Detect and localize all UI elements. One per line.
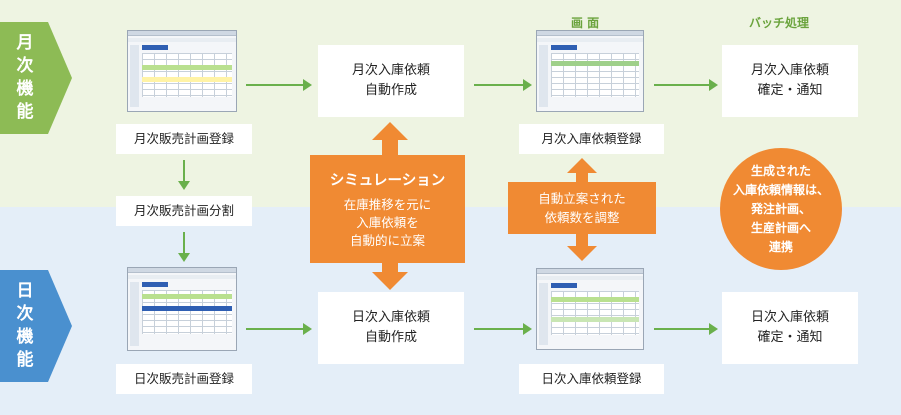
monthly-sales-plan-split-label: 月次販売計画分割 xyxy=(116,196,252,226)
label-text: 日次入庫依頼登録 xyxy=(541,371,642,386)
box-line: 確定・通知 xyxy=(757,83,823,98)
daily-tab-char: 次 xyxy=(16,304,34,324)
adjust-line: 依頼数を調整 xyxy=(544,210,620,225)
daily-tab-char: 能 xyxy=(16,350,34,370)
batch-column-header: バッチ処理 xyxy=(749,16,810,30)
simulation-line: 入庫依頼を xyxy=(356,214,419,230)
simulation-arrow-up xyxy=(372,122,408,140)
monthly-sales-plan-register-label: 月次販売計画登録 xyxy=(116,124,252,154)
monthly-request-register-label: 月次入庫依頼登録 xyxy=(519,124,664,154)
box-line: 確定・通知 xyxy=(757,330,823,345)
box-line: 日次入庫依頼 xyxy=(351,310,430,325)
flow-arrow-down xyxy=(178,232,190,262)
daily-sales-plan-screenshot xyxy=(127,267,237,351)
monthly-tab-char: 能 xyxy=(16,102,34,122)
daily-tab-char: 機 xyxy=(16,327,34,347)
daily-request-screenshot xyxy=(536,268,644,350)
flow-arrow xyxy=(246,79,312,91)
monthly-auto-create-box: 月次入庫依頼 自動作成 xyxy=(318,45,464,117)
daily-auto-create-box: 日次入庫依頼 自動作成 xyxy=(318,292,464,364)
link-line: 発注計画、 xyxy=(750,201,811,216)
link-line: 生産計画へ xyxy=(750,220,811,235)
link-line: 入庫依頼情報は、 xyxy=(732,182,829,197)
box-line: 日次入庫依頼 xyxy=(750,310,829,325)
simulation-title: シミュレーション xyxy=(329,172,446,189)
daily-sales-plan-register-label: 日次販売計画登録 xyxy=(116,364,252,394)
label-text: 日次販売計画登録 xyxy=(133,371,234,386)
label-text: 月次販売計画分割 xyxy=(133,203,234,218)
box-line: 自動作成 xyxy=(364,83,417,98)
simulation-line: 自動的に立案 xyxy=(349,232,425,248)
simulation-line: 在庫推移を元に xyxy=(343,196,432,212)
box-line: 自動作成 xyxy=(364,330,417,345)
flow-arrow xyxy=(246,323,312,335)
adjust-arrow-up xyxy=(567,158,597,173)
screen-column-header: 画 面 xyxy=(571,16,600,30)
simulation-box: シミュレーション 在庫推移を元に 入庫依頼を 自動的に立案 xyxy=(310,155,465,263)
simulation-arrow-down xyxy=(372,272,408,290)
link-line: 連携 xyxy=(768,239,793,254)
adjust-arrow-down xyxy=(567,246,597,261)
monthly-sales-plan-screenshot xyxy=(127,30,237,112)
label-text: 月次販売計画登録 xyxy=(133,131,234,146)
adjust-line: 自動立案された xyxy=(538,191,626,206)
monthly-confirm-notify-box: 月次入庫依頼 確定・通知 xyxy=(722,45,858,117)
link-line: 生成された xyxy=(750,163,811,178)
flow-arrow xyxy=(654,79,718,91)
flow-arrow-down xyxy=(178,160,190,190)
monthly-tab-char: 月 xyxy=(16,33,34,53)
flow-arrow xyxy=(654,323,718,335)
daily-request-register-label: 日次入庫依頼登録 xyxy=(519,364,664,394)
monthly-request-screenshot xyxy=(536,30,644,112)
link-info-circle: 生成された 入庫依頼情報は、 発注計画、 生産計画へ 連携 xyxy=(720,148,842,270)
label-text: 月次入庫依頼登録 xyxy=(541,131,642,146)
daily-tab-char: 日 xyxy=(16,281,34,301)
box-line: 月次入庫依頼 xyxy=(750,63,829,78)
monthly-tab-char: 機 xyxy=(16,79,34,99)
adjust-box: 自動立案された 依頼数を調整 xyxy=(508,182,656,234)
flow-arrow xyxy=(474,323,532,335)
daily-confirm-notify-box: 日次入庫依頼 確定・通知 xyxy=(722,292,858,364)
flow-arrow xyxy=(474,79,532,91)
box-line: 月次入庫依頼 xyxy=(351,63,430,78)
monthly-tab-char: 次 xyxy=(16,56,34,76)
